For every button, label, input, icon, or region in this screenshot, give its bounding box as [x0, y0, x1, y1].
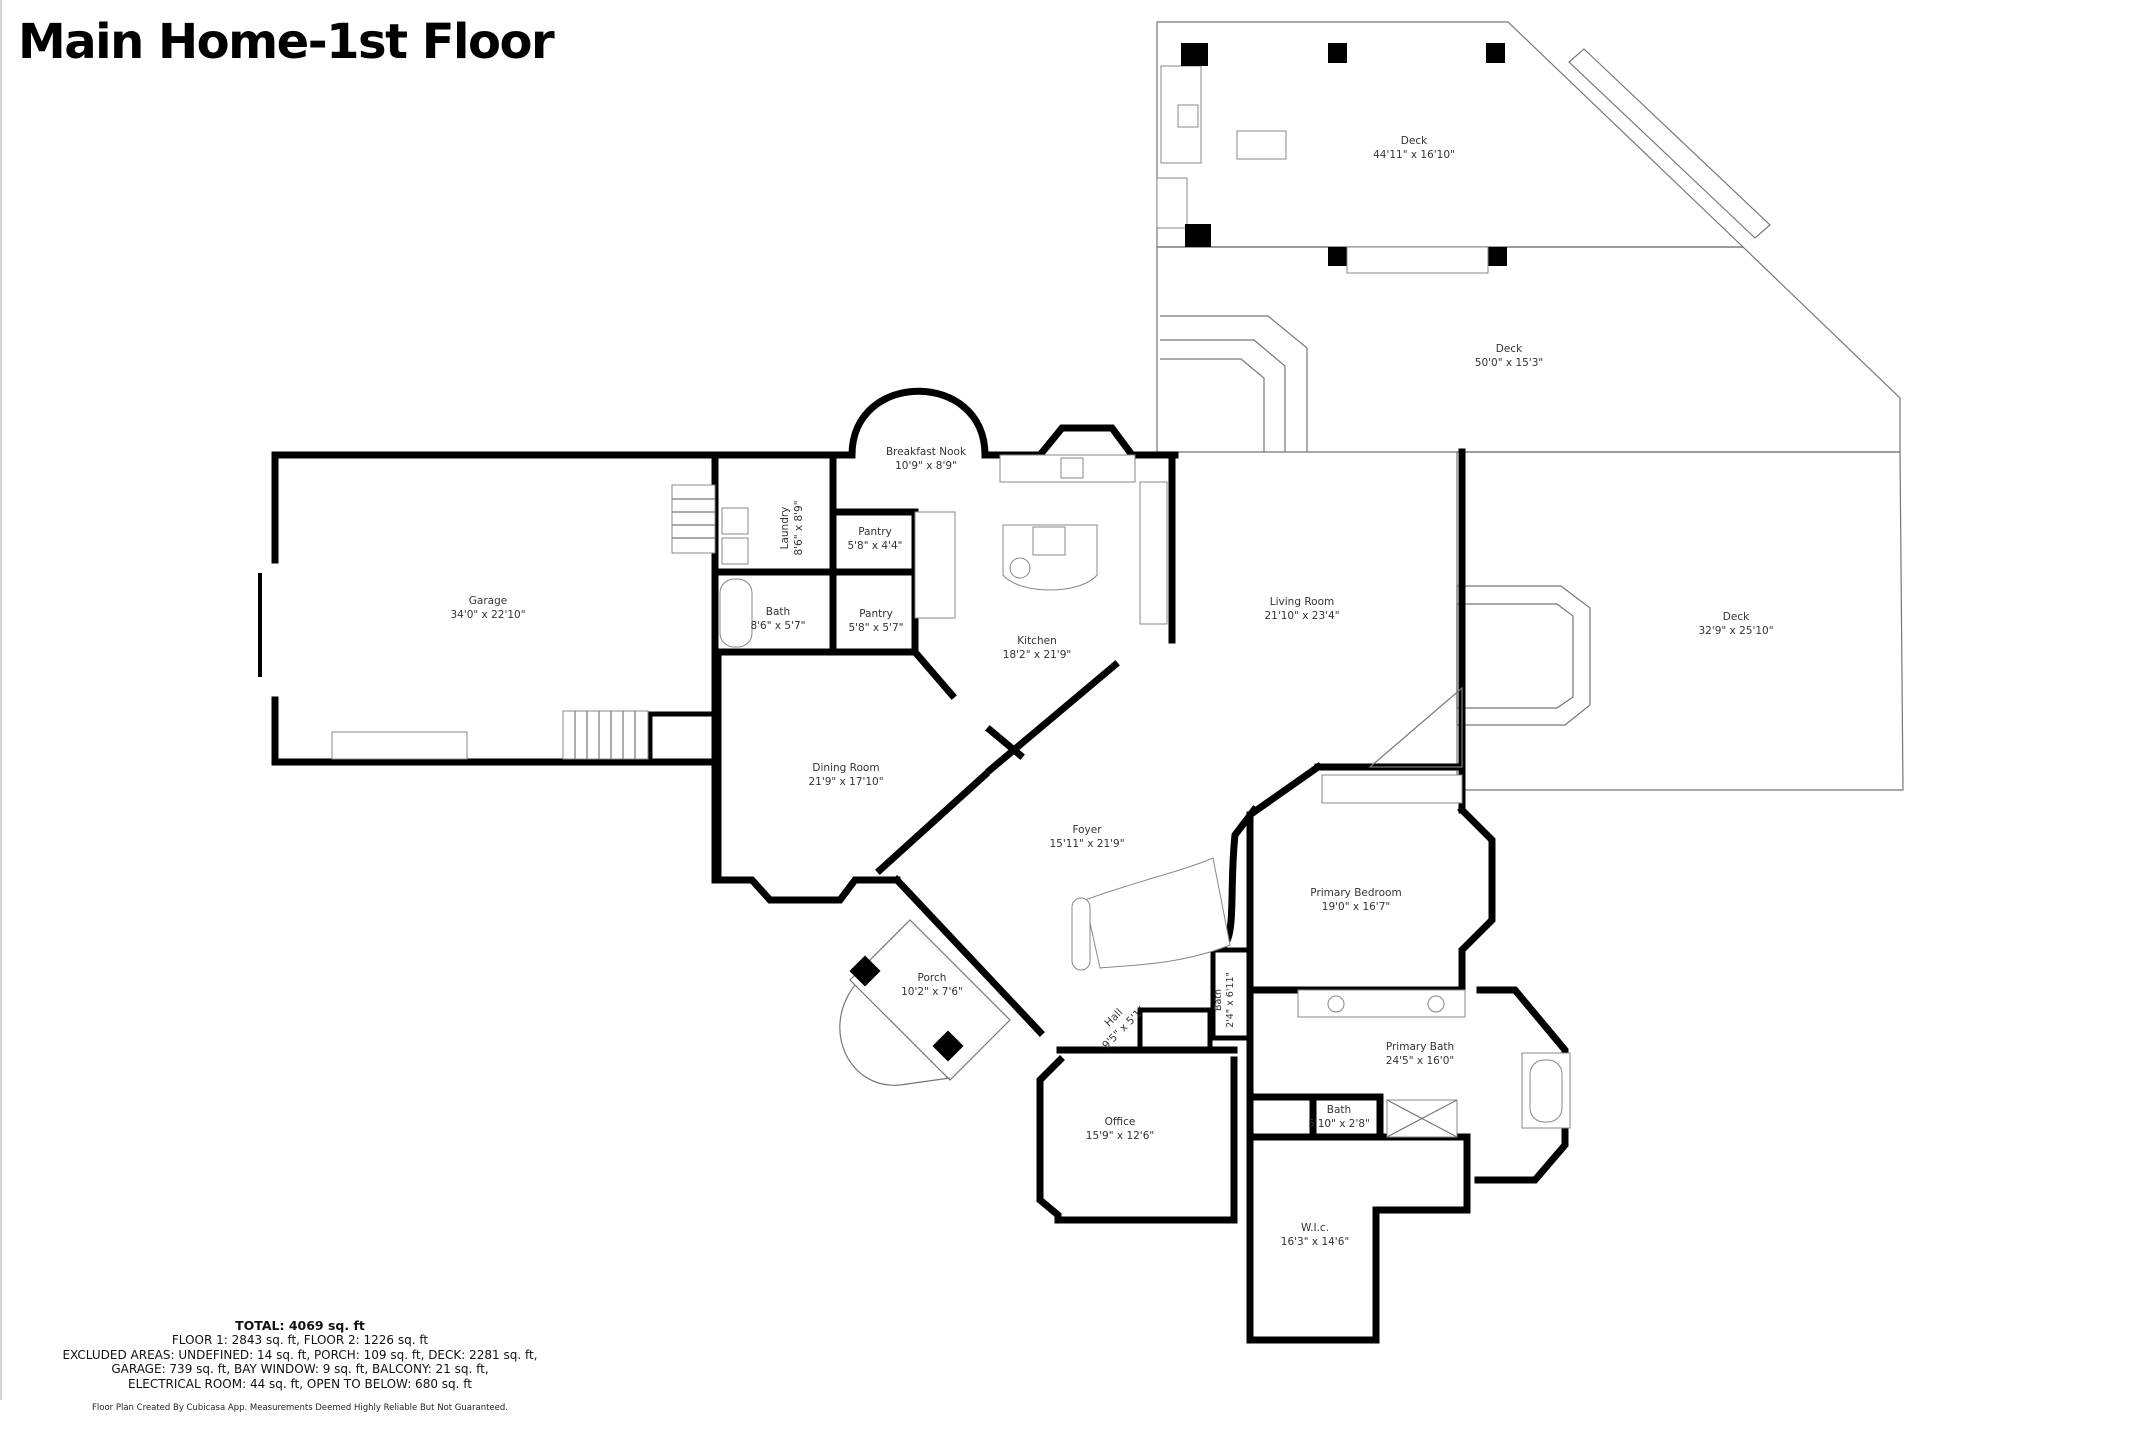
porch-name: Porch: [918, 972, 947, 984]
garage-stairs-2: [562, 710, 649, 760]
spa-inner: [1456, 603, 1574, 709]
laundry-name: Laundry: [779, 507, 791, 550]
kitchen-name: Kitchen: [1017, 635, 1056, 647]
hot-tub-inner: [1160, 358, 1265, 452]
deck-right-dims: 32'9" x 25'10": [1698, 625, 1773, 637]
deck-bench-2: [1346, 246, 1489, 274]
bath-primary-dims: 5'10" x 2'8": [1308, 1118, 1370, 1130]
dining-room-name: Dining Room: [812, 762, 879, 774]
area-summary: TOTAL: 4069 sq. ft FLOOR 1: 2843 sq. ft,…: [0, 1318, 600, 1413]
deck-bench: [1568, 48, 1771, 239]
total-area: TOTAL: 4069 sq. ft: [235, 1318, 365, 1333]
outdoor-grill: [1236, 130, 1287, 160]
spa-outer: [1456, 585, 1591, 726]
foyer-dims: 15'11" x 21'9": [1049, 838, 1124, 850]
deck-post: [1328, 247, 1347, 266]
deck-post: [1488, 247, 1507, 266]
island-sink: [1009, 557, 1031, 579]
room-labels: Deck 44'11" x 16'10" Deck 50'0" x 15'3" …: [450, 135, 1773, 1248]
breakfast-nook-name: Breakfast Nook: [886, 446, 967, 458]
deck-post: [1328, 43, 1347, 63]
office-dims: 15'9" x 12'6": [1086, 1130, 1154, 1142]
garage-workbench: [331, 731, 468, 760]
pantry-large-name: Pantry: [859, 608, 893, 620]
vanity-sink: [1427, 995, 1445, 1013]
washer: [721, 507, 749, 535]
excluded-areas-line-2: GARAGE: 739 sq. ft, BAY WINDOW: 9 sq. ft…: [111, 1362, 489, 1376]
garage-name: Garage: [469, 595, 507, 607]
curved-staircase: [1084, 857, 1231, 969]
primary-bedroom-dims: 19'0" x 16'7": [1322, 901, 1390, 913]
deck-right-outline: [1456, 451, 1904, 791]
living-room-name: Living Room: [1270, 596, 1334, 608]
bath-left-dims: 8'6" x 5'7": [750, 620, 805, 632]
stair-hatch: [1368, 686, 1463, 768]
deck-middle-outline: [1156, 246, 1901, 453]
deck-post: [1185, 224, 1211, 247]
walls: [258, 387, 1569, 1344]
wic-name: W.I.c.: [1301, 1222, 1329, 1234]
excluded-areas-line-3: ELECTRICAL ROOM: 44 sq. ft, OPEN TO BELO…: [127, 1376, 472, 1391]
bath-small-dims: 2'4" x 6'11": [1225, 972, 1236, 1028]
garage-stairs: [671, 484, 716, 554]
pantry-small-name: Pantry: [858, 526, 892, 538]
stair-newel: [1071, 897, 1091, 971]
bath-small-name: Bath: [1213, 989, 1224, 1011]
fixtures: [331, 454, 1571, 1138]
laundry-dims: 8'6" x 8'9": [793, 500, 805, 555]
office-name: Office: [1105, 1116, 1136, 1128]
porch-post: [849, 955, 881, 987]
vanity-sink: [1327, 995, 1345, 1013]
primary-bath-name: Primary Bath: [1386, 1041, 1454, 1053]
disclaimer: Floor Plan Created By Cubicasa App. Meas…: [92, 1403, 508, 1413]
breakfast-nook-dims: 10'9" x 8'9": [895, 460, 957, 472]
bathtub: [719, 578, 753, 648]
kitchen-dims: 18'2" x 21'9": [1003, 649, 1071, 661]
excluded-areas-line-1: EXCLUDED AREAS: UNDEFINED: 14 sq. ft, PO…: [62, 1347, 538, 1362]
deck-outlines: [1156, 21, 1904, 791]
bath-primary-name: Bath: [1327, 1104, 1351, 1116]
deck-top-name: Deck: [1401, 135, 1428, 147]
garage-dims: 34'0" x 22'10": [450, 609, 525, 621]
laundry-label: Laundry 8'6" x 8'9": [779, 500, 805, 555]
floor-areas: FLOOR 1: 2843 sq. ft, FLOOR 2: 1226 sq. …: [171, 1333, 429, 1347]
hot-tub-outer: [1160, 315, 1308, 452]
foyer-name: Foyer: [1072, 824, 1102, 836]
bath-small-label: Bath 2'4" x 6'11": [1213, 972, 1236, 1028]
page-title: Main Home-1st Floor: [18, 14, 555, 70]
porch-dims: 10'2" x 7'6": [901, 986, 963, 998]
primary-bedroom-name: Primary Bedroom: [1310, 887, 1401, 899]
pantry-large-dims: 5'8" x 5'7": [848, 622, 903, 634]
living-room-dims: 21'10" x 23'4": [1264, 610, 1339, 622]
kitchen-counter-right: [1139, 481, 1168, 625]
deck-post: [1486, 43, 1505, 63]
outdoor-sink: [1177, 104, 1199, 128]
pantry-small-dims: 5'8" x 4'4": [847, 540, 902, 552]
deck-top-dims: 44'11" x 16'10": [1373, 149, 1455, 161]
soaking-tub: [1529, 1059, 1563, 1123]
primary-bath-dims: 24'5" x 16'0": [1386, 1055, 1454, 1067]
porch-outline: [849, 919, 1011, 1081]
outdoor-cabinet: [1156, 177, 1188, 229]
cooktop: [1032, 526, 1066, 556]
porch-post: [932, 1030, 964, 1062]
wic-dims: 16'3" x 14'6": [1281, 1236, 1349, 1248]
deck-post: [1181, 43, 1208, 66]
porch-round: [839, 984, 951, 1086]
deck-middle-dims: 50'0" x 15'3": [1475, 357, 1543, 369]
bedroom-builtins: [1321, 774, 1463, 804]
dryer: [721, 537, 749, 565]
page-edge: [0, 0, 2, 1400]
hot-tub-mid: [1160, 339, 1286, 452]
deck-right-name: Deck: [1723, 611, 1750, 623]
dining-room-dims: 21'9" x 17'10": [808, 776, 883, 788]
bath-left-name: Bath: [766, 606, 790, 618]
deck-middle-name: Deck: [1496, 343, 1523, 355]
pantry-shelves: [914, 511, 956, 619]
kitchen-sink: [1060, 457, 1084, 479]
